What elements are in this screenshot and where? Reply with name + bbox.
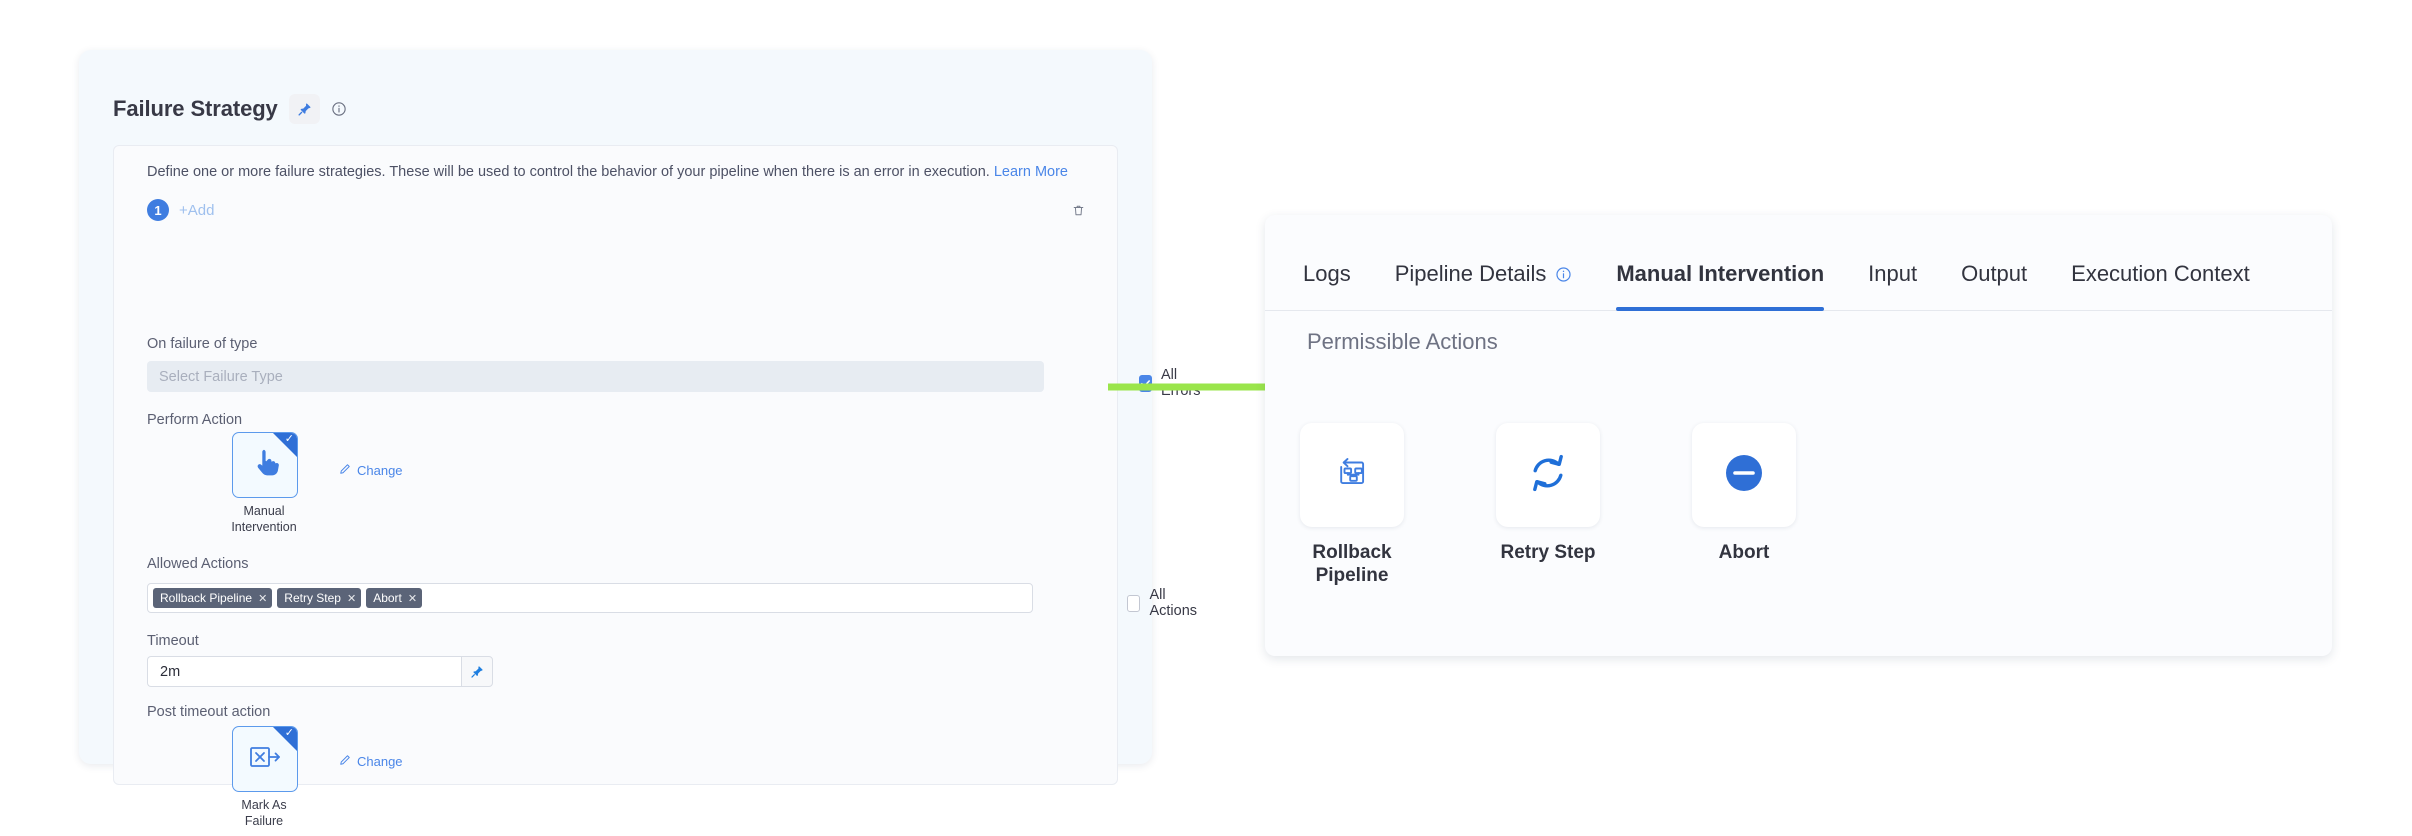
select-failure-type-input[interactable]: Select Failure Type xyxy=(147,361,1044,392)
tab-bar: Logs Pipeline Details Manual Interventio… xyxy=(1265,215,2332,311)
strategy-index-badge[interactable]: 1 xyxy=(147,199,169,221)
tag-label: Retry Step xyxy=(284,591,341,605)
check-icon: ✓ xyxy=(284,727,294,739)
close-x-icon[interactable]: ✕ xyxy=(258,592,268,605)
tab-output[interactable]: Output xyxy=(1961,261,2027,310)
change-perform-action-button[interactable]: Change xyxy=(339,463,403,478)
rollback-pipeline-icon xyxy=(1330,451,1374,500)
tile-selected-corner xyxy=(273,433,297,457)
learn-more-link[interactable]: Learn More xyxy=(993,164,1068,180)
trash-icon[interactable] xyxy=(1072,203,1085,218)
failure-strategy-card: Failure Strategy Define one or more fail… xyxy=(79,50,1200,828)
permissible-action-label: Rollback Pipeline xyxy=(1312,542,1392,587)
tile-selected-corner xyxy=(273,727,297,751)
tab-label: Pipeline Details xyxy=(1394,261,1547,286)
timeout-field-group: 2m xyxy=(147,656,493,687)
manual-intervention-tile[interactable]: ✓ xyxy=(232,432,298,498)
pin-icon[interactable] xyxy=(288,94,320,124)
pencil-icon xyxy=(339,463,351,478)
perform-action-tile-wrap: ✓ Manual Intervention xyxy=(231,432,303,535)
info-circle-icon[interactable] xyxy=(331,101,347,117)
permissible-action-label: Abort xyxy=(1718,542,1770,563)
execution-details-panel: Logs Pipeline Details Manual Interventio… xyxy=(1265,215,2332,656)
all-actions-checkbox[interactable] xyxy=(1127,594,1141,612)
all-actions-checkbox-row[interactable]: All Actions xyxy=(1127,587,1201,619)
description-sentence: Define one or more failure strategies. T… xyxy=(147,164,990,180)
permissible-action-retry-step[interactable]: Retry Step xyxy=(1496,423,1600,587)
rollback-pipeline-icon-box[interactable] xyxy=(1300,423,1404,527)
permissible-action-abort[interactable]: Abort xyxy=(1692,423,1796,587)
post-timeout-action-label: Post timeout action xyxy=(147,704,271,720)
permissible-action-rollback-pipeline[interactable]: Rollback Pipeline xyxy=(1300,423,1404,587)
pencil-icon xyxy=(339,754,351,769)
tab-label: Logs xyxy=(1303,261,1351,286)
post-timeout-tile-wrap: ✓ Mark As Failure xyxy=(232,726,303,829)
mark-as-failure-icon xyxy=(248,744,282,775)
failure-strategy-body: Define one or more failure strategies. T… xyxy=(113,145,1200,828)
retry-refresh-icon xyxy=(1524,449,1572,502)
tag-label: Abort xyxy=(373,591,402,605)
permissible-actions-grid: Rollback Pipeline Retry Step xyxy=(1300,423,1796,587)
change-label: Change xyxy=(357,463,403,478)
strategy-add-row: 1 +Add xyxy=(147,196,1097,224)
perform-action-label: Perform Action xyxy=(147,412,243,428)
retry-step-icon-box[interactable] xyxy=(1496,423,1600,527)
tab-label: Input xyxy=(1868,261,1918,286)
change-label: Change xyxy=(357,754,403,769)
change-post-timeout-action-button[interactable]: Change xyxy=(339,754,403,769)
allowed-actions-label: Allowed Actions xyxy=(147,556,249,572)
tab-label: Manual Intervention xyxy=(1616,261,1825,286)
timeout-input[interactable]: 2m xyxy=(147,656,461,687)
failure-strategy-header: Failure Strategy xyxy=(113,94,347,124)
timeout-label: Timeout xyxy=(147,633,199,649)
tab-manual-intervention[interactable]: Manual Intervention xyxy=(1616,261,1825,311)
info-circle-icon[interactable] xyxy=(1555,266,1572,283)
tag-label: Rollback Pipeline xyxy=(160,591,253,605)
tag-chip[interactable]: Retry Step ✕ xyxy=(277,588,362,608)
permissible-actions-title: Permissible Actions xyxy=(1307,329,1498,354)
add-strategy-button[interactable]: +Add xyxy=(179,201,215,219)
close-x-icon[interactable]: ✕ xyxy=(346,592,357,605)
timeout-pin-icon[interactable] xyxy=(461,656,493,687)
tag-chip[interactable]: Rollback Pipeline ✕ xyxy=(153,588,273,608)
on-failure-type-label: On failure of type xyxy=(147,336,258,352)
tab-logs[interactable]: Logs xyxy=(1303,261,1351,310)
tab-pipeline-details[interactable]: Pipeline Details xyxy=(1395,261,1573,310)
tab-label: Output xyxy=(1961,261,2028,286)
permissible-action-label: Retry Step xyxy=(1500,542,1596,563)
mark-as-failure-tile-label: Mark As Failure xyxy=(241,798,287,828)
mark-as-failure-tile[interactable]: ✓ xyxy=(232,726,298,792)
allowed-actions-input[interactable]: Rollback Pipeline ✕ Retry Step ✕ Abort ✕ xyxy=(147,583,1033,613)
manual-intervention-tile-label: Manual Intervention xyxy=(231,504,297,534)
pointing-hand-icon xyxy=(250,447,280,484)
tab-execution-context[interactable]: Execution Context xyxy=(2071,261,2250,310)
abort-icon-box[interactable] xyxy=(1692,423,1796,527)
tab-label: Execution Context xyxy=(2071,261,2250,286)
tab-input[interactable]: Input xyxy=(1868,261,1917,310)
all-actions-label: All Actions xyxy=(1149,587,1198,619)
page-title: Failure Strategy xyxy=(113,96,278,121)
abort-minus-circle-icon xyxy=(1721,450,1767,501)
description-text: Define one or more failure strategies. T… xyxy=(147,164,1068,180)
tag-chip[interactable]: Abort ✕ xyxy=(366,588,423,608)
close-x-icon[interactable]: ✕ xyxy=(407,592,418,605)
check-icon: ✓ xyxy=(284,433,294,445)
